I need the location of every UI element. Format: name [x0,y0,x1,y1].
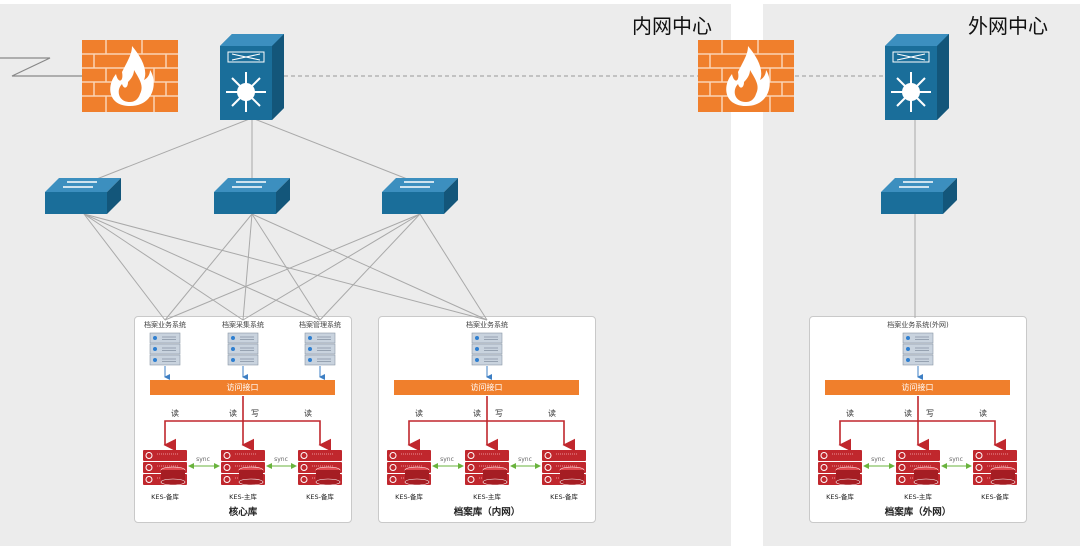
sync-label: sync [196,456,210,463]
external-zone-title: 外网中心 [968,14,1048,38]
server-icon [471,332,503,366]
database-icon [221,450,265,486]
db-label: KES-主库 [229,493,257,501]
server-label: 档案业务系统 [144,321,186,329]
core-switch-icon [220,34,284,120]
panel-caption: 档案库（内网） [453,507,521,518]
database-icon [465,450,509,486]
uplink-links [83,117,916,318]
database-icon [387,450,431,486]
sync-label: sync [440,456,454,463]
server-icon [149,332,181,366]
access-interface-bar: 访问接口 [825,380,1010,395]
panel-caption: 档案库（外网） [884,507,952,518]
rw-label: 读 [979,409,987,418]
db-label: KES-备库 [550,493,578,501]
server-label: 档案采集系统 [222,321,264,329]
internal-zone-title: 内网中心 [632,14,712,38]
rw-label: 读 [548,409,556,418]
firewall-icon [698,40,794,112]
rw-label: 读 [473,409,481,418]
rw-label: 写 [495,409,503,418]
database-icon [298,450,342,486]
server-icon [304,332,336,366]
server-icon [902,332,934,366]
rw-label: 读 [171,409,179,418]
server-label: 档案业务系统(外网) [887,321,949,329]
rw-label: 读 [846,409,854,418]
db-label: KES-备库 [981,493,1009,501]
rw-label: 读 [904,409,912,418]
database-icon [973,450,1017,486]
server-label: 档案管理系统 [299,321,341,329]
db-label: KES-备库 [826,493,854,501]
database-icon [818,450,862,486]
rw-label: 写 [251,409,259,418]
database-icon [896,450,940,486]
wan-link [0,57,82,77]
firewall-icon [82,40,178,112]
sync-label: sync [518,456,532,463]
db-label: KES-备库 [151,493,179,501]
core-switch-icon [885,34,949,120]
rw-label: 读 [304,409,312,418]
access-interface-bar: 访问接口 [394,380,579,395]
server-icon [227,332,259,366]
sync-label: sync [949,456,963,463]
database-icon [143,450,187,486]
panel-caption: 核心库 [228,507,258,518]
switch-icon [45,178,121,214]
sync-label: sync [871,456,885,463]
database-icon [542,450,586,486]
switch-icon [214,178,290,214]
rw-label: 写 [926,409,934,418]
db-label: KES-主库 [904,493,932,501]
panel-art [143,332,1017,486]
db-label: KES-主库 [473,493,501,501]
switch-icon [382,178,458,214]
server-label: 档案业务系统 [466,321,508,329]
access-interface-bar: 访问接口 [150,380,335,395]
sync-label: sync [274,456,288,463]
db-label: KES-备库 [306,493,334,501]
rw-label: 读 [229,409,237,418]
rw-label: 读 [415,409,423,418]
mesh-links [83,213,488,321]
switch-icon [881,178,957,214]
db-label: KES-备库 [395,493,423,501]
